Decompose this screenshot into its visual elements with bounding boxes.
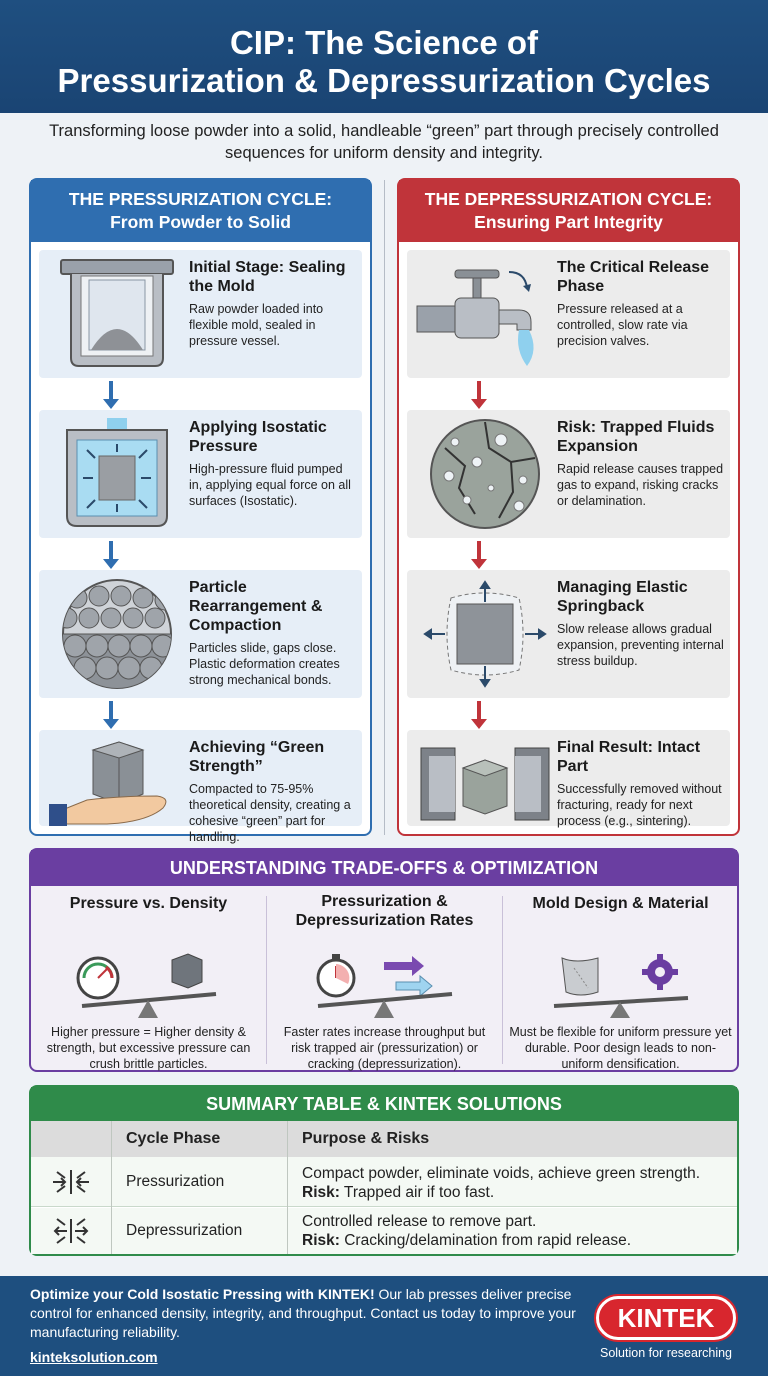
- page-title: CIP: The Science of Pressurization & Dep…: [0, 0, 768, 100]
- tradeoff-mold-design: Mold Design & Material Must be flexible …: [503, 886, 738, 1072]
- footer-cta: Optimize your Cold Isostatic Pressing wi…: [30, 1285, 590, 1342]
- step-title: Achieving “Green Strength”: [189, 739, 325, 775]
- step-description: Rapid release causes trapped gas to expa…: [557, 462, 724, 508]
- step-description: High-pressure fluid pumped in, applying …: [189, 462, 351, 508]
- depressurization-heading: THE DEPRESSURIZATION CYCLE: Ensuring Par…: [399, 180, 738, 242]
- tradeoff-rates: Pressurization & Depressurization Rates …: [267, 886, 502, 1072]
- pressurized-vessel-icon: [66, 418, 168, 527]
- open-mold-icon: [420, 747, 550, 821]
- depressurization-heading-line1: THE DEPRESSURIZATION CYCLE:: [424, 189, 713, 209]
- compress-icon: [53, 1170, 89, 1194]
- tradeoff-pressure-density: Pressure vs. Density Higher pressure = H…: [31, 886, 266, 1072]
- table-column-divider: [287, 1121, 288, 1254]
- tradeoff-title: Mold Design & Material: [532, 895, 709, 912]
- page-subtitle: Transforming loose powder into a solid, …: [49, 122, 719, 162]
- title-line-2: Pressurization & Depressurization Cycles: [57, 62, 711, 99]
- risk-text: Cracking/delamination from rapid release…: [339, 1232, 632, 1249]
- tradeoff-description: Faster rates increase throughput but ris…: [283, 1025, 486, 1071]
- springback-icon: [423, 580, 547, 688]
- footer: Optimize your Cold Isostatic Pressing wi…: [0, 1276, 768, 1376]
- tradeoff-description: Higher pressure = Higher density & stren…: [46, 1025, 251, 1071]
- step-title: Final Result: Intact Part: [557, 739, 701, 775]
- risk-text: Trapped air if too fast.: [339, 1184, 495, 1201]
- tradeoff-separator: [502, 896, 503, 1064]
- phase-cell: Pressurization: [126, 1173, 225, 1190]
- step-description: Slow release allows gradual expansion, p…: [557, 622, 724, 668]
- column-divider: [384, 180, 385, 835]
- step-title: Managing Elastic Springback: [557, 579, 688, 615]
- table-row: Pressurization Compact powder, eliminate…: [31, 1157, 737, 1207]
- down-arrow-icon: [471, 541, 487, 569]
- step-title: Initial Stage: Sealing the Mold: [189, 259, 346, 295]
- page-header: CIP: The Science of Pressurization & Dep…: [0, 0, 768, 113]
- tradeoffs-section: UNDERSTANDING TRADE-OFFS & OPTIMIZATION …: [29, 848, 739, 1072]
- faucet-valve-icon: [416, 269, 534, 366]
- website-link[interactable]: kinteksolution.com: [30, 1349, 158, 1365]
- kintek-logo: KINTEK: [596, 1296, 736, 1340]
- risk-label: Risk:: [302, 1232, 340, 1249]
- summary-heading: SUMMARY TABLE & KINTEK SOLUTIONS: [31, 1087, 737, 1121]
- column-header-purpose: Purpose & Risks: [302, 1130, 430, 1147]
- title-line-1: CIP: The Science of: [229, 24, 539, 61]
- pressurization-step-3: Particle Rearrangement & Compaction Part…: [39, 570, 362, 698]
- down-arrow-icon: [103, 381, 119, 409]
- logo-tagline: Solution for researching: [599, 1346, 733, 1360]
- step-description: Successfully removed without fracturing,…: [557, 782, 722, 828]
- phase-cell: Depressurization: [126, 1222, 243, 1239]
- tradeoffs-heading: UNDERSTANDING TRADE-OFFS & OPTIMIZATION: [31, 850, 737, 886]
- pressurization-heading-line1: THE PRESSURIZATION CYCLE:: [68, 189, 333, 209]
- hand-cube-icon: [49, 741, 167, 826]
- pressure-vessel-icon: [60, 259, 174, 367]
- pressure-gauge-icon: [76, 953, 217, 1018]
- depressurization-heading-line2: Ensuring Part Integrity: [474, 212, 663, 232]
- step-title: Applying Isostatic Pressure: [189, 419, 327, 455]
- step-title: Risk: Trapped Fluids Expansion: [557, 419, 715, 455]
- purpose-text: Controlled release to remove part.: [302, 1213, 537, 1230]
- column-header-phase: Cycle Phase: [126, 1130, 221, 1147]
- expand-icon: [53, 1218, 89, 1244]
- pressurization-step-2: Applying Isostatic Pressure High-pressur…: [39, 410, 362, 538]
- tradeoff-separator: [266, 896, 267, 1064]
- purpose-cell: Compact powder, eliminate voids, achieve…: [302, 1164, 732, 1202]
- depressurization-step-2: Risk: Trapped Fluids Expansion Rapid rel…: [407, 410, 730, 538]
- tradeoff-title: Pressure vs. Density: [69, 895, 228, 912]
- down-arrow-icon: [471, 701, 487, 729]
- pressurization-panel: THE PRESSURIZATION CYCLE: From Powder to…: [29, 178, 372, 844]
- particles-icon: [62, 579, 172, 689]
- table-row: Depressurization Controlled release to r…: [31, 1208, 737, 1254]
- footer-cta-bold: Optimize your Cold Isostatic Pressing wi…: [30, 1286, 375, 1302]
- pressurization-step-1: Initial Stage: Sealing the Mold Raw powd…: [39, 250, 362, 378]
- pressurization-heading-line2: From Powder to Solid: [110, 212, 291, 232]
- depressurization-step-3: Managing Elastic Springback Slow release…: [407, 570, 730, 698]
- pressurization-step-4: Achieving “Green Strength” Compacted to …: [39, 730, 362, 844]
- down-arrow-icon: [471, 381, 487, 409]
- purpose-text: Compact powder, eliminate voids, achieve…: [302, 1165, 701, 1182]
- step-description: Pressure released at a controlled, slow …: [557, 302, 688, 348]
- step-title: Particle Rearrangement & Compaction: [189, 579, 323, 634]
- step-description: Compacted to 75-95% theoretical density,…: [189, 782, 351, 844]
- pressurization-heading: THE PRESSURIZATION CYCLE: From Powder to…: [31, 180, 370, 242]
- tradeoff-title: Pressurization & Depressurization Rates: [295, 893, 474, 929]
- tradeoff-description: Must be flexible for uniform pressure ye…: [509, 1025, 732, 1071]
- risk-label: Risk:: [302, 1184, 340, 1201]
- step-description: Particles slide, gaps close. Plastic def…: [189, 641, 340, 687]
- depressurization-step-4: Final Result: Intact Part Successfully r…: [407, 730, 730, 828]
- gear-icon: [553, 954, 689, 1018]
- depressurization-panel: THE DEPRESSURIZATION CYCLE: Ensuring Par…: [397, 178, 740, 836]
- table-header-row: Cycle Phase Purpose & Risks: [31, 1121, 737, 1157]
- step-description: Raw powder loaded into flexible mold, se…: [189, 302, 324, 348]
- step-title: The Critical Release Phase: [557, 259, 710, 295]
- stopwatch-icon: [316, 954, 453, 1018]
- purpose-cell: Controlled release to remove part. Risk:…: [302, 1212, 732, 1250]
- summary-table: SUMMARY TABLE & KINTEK SOLUTIONS Cycle P…: [29, 1085, 739, 1256]
- down-arrow-icon: [103, 541, 119, 569]
- cracked-part-icon: [430, 419, 540, 529]
- depressurization-step-1: The Critical Release Phase Pressure rele…: [407, 250, 730, 378]
- down-arrow-icon: [103, 701, 119, 729]
- footer-cta-text: Our lab presses deliver precise control …: [30, 1286, 576, 1340]
- table-column-divider: [111, 1121, 112, 1254]
